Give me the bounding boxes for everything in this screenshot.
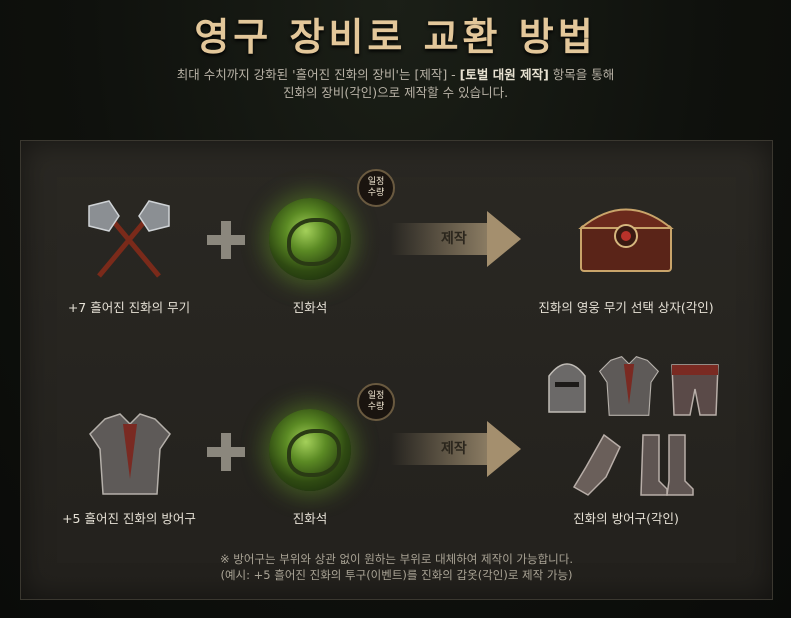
description-line1-a: 최대 수치까지 강화된 '흘어진 진화의 장비'는 [제작] - [176, 67, 460, 82]
evolution-stone-icon [269, 198, 351, 280]
row1-material-label: 진화석 [292, 300, 328, 315]
evolution-stone-icon [269, 409, 351, 491]
craft-arrow-label: 제작 [441, 441, 467, 457]
gauntlet-icon [572, 433, 621, 496]
armor-chest-icon [89, 413, 171, 495]
badge-line2: 수량 [367, 402, 385, 412]
footnote-line2: (예시: +5 흘어진 진화의 투구(이벤트)를 진화의 갑옷(각인)로 제작 … [220, 568, 573, 582]
footnote: ※ 방어구는 부위와 상관 없이 원하는 부위로 대체하여 제작이 가능합니다.… [21, 551, 772, 583]
description-line2: 진화의 장비(각인)으로 제작할 수 있습니다. [282, 85, 509, 100]
helmet-icon [548, 363, 586, 413]
row1-input-label: +7 흘어진 진화의 무기 [67, 300, 191, 315]
boots-icon [640, 434, 694, 496]
plus-icon [207, 221, 245, 259]
badge-line2: 수량 [367, 188, 385, 198]
footnote-line1: ※ 방어구는 부위와 상관 없이 원하는 부위로 대체하여 제작이 가능합니다. [219, 552, 573, 566]
craft-arrow: 제작 [391, 211, 521, 267]
row2-result-label: 진화의 방어구(각인) [573, 511, 679, 526]
row1-result-label: 진화의 영웅 무기 선택 상자(각인) [538, 300, 714, 315]
armor-chest-icon [598, 356, 660, 416]
craft-arrow: 제작 [391, 421, 521, 477]
badge-line1: 일정 [367, 177, 385, 187]
row2-input-label: +5 흘어진 진화의 방어구 [62, 511, 196, 526]
description-line1-b: [토벌 대원 제작] [459, 67, 549, 82]
treasure-chest-icon [578, 208, 674, 272]
badge-line1: 일정 [367, 391, 385, 401]
plus-icon [207, 433, 245, 471]
axe-weapon-icon [88, 200, 170, 278]
craft-arrow-label: 제작 [441, 231, 467, 247]
page-title: 영구 장비로 교환 방법 [194, 14, 597, 59]
leg-armor-icon [671, 364, 719, 416]
row2-material-label: 진화석 [292, 511, 328, 526]
description-line1-c: 항목을 통해 [548, 67, 615, 82]
description: 최대 수치까지 강화된 '흘어진 진화의 장비'는 [제작] - [토벌 대원 … [0, 66, 791, 102]
